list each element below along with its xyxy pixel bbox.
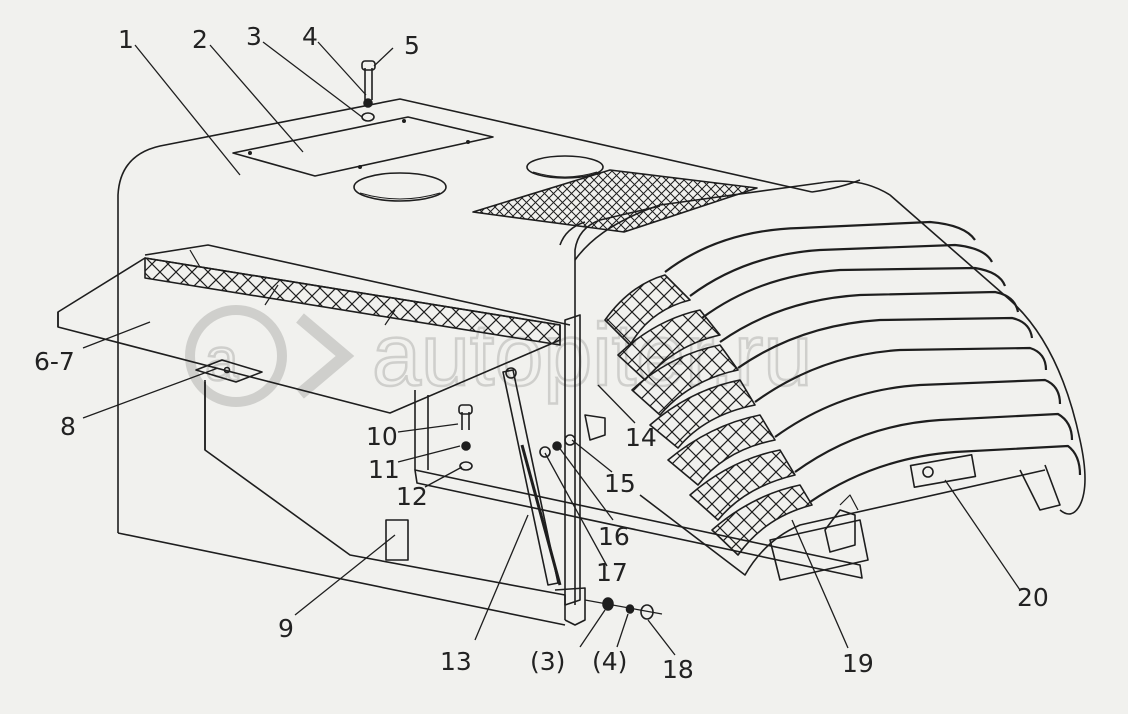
- callout-9: 9: [278, 614, 294, 643]
- callout-3-ref: (3): [530, 647, 565, 676]
- hood-top-right-edge: [811, 179, 861, 193]
- callout-18: 18: [662, 655, 694, 684]
- top-opening-right: [526, 155, 604, 179]
- access-cover: [232, 116, 494, 177]
- callout-4-ref: (4): [592, 647, 627, 676]
- side-bracket: [385, 519, 409, 561]
- callout-5: 5: [404, 31, 420, 60]
- callout-2: 2: [192, 25, 208, 54]
- top-mesh-grille: [472, 169, 758, 233]
- frame-rail: [414, 469, 863, 579]
- fender-truss: [604, 274, 691, 346]
- leader-lines: [82, 41, 1021, 656]
- strut-bracket: [584, 414, 606, 441]
- gas-strut: [502, 367, 562, 586]
- callout-4: 4: [302, 22, 318, 51]
- callout-20: 20: [1017, 583, 1049, 612]
- callout-8: 8: [60, 412, 76, 441]
- callout-1: 1: [118, 25, 134, 54]
- hood-body-outline: [117, 98, 813, 533]
- fender-outline: [574, 180, 1086, 515]
- top-opening-left: [353, 172, 447, 202]
- lower-fastener-set: [584, 597, 663, 620]
- panel-frame: [144, 257, 561, 346]
- latch-plate: [195, 359, 263, 383]
- fender-plate: [909, 453, 977, 489]
- callout-13: 13: [440, 647, 472, 676]
- callout-labels: 1 2 3 4 5 6-7 8 9 10 11 12 13 14 15 16 1…: [34, 22, 1049, 684]
- callout-3: 3: [246, 22, 262, 51]
- callout-14: 14: [625, 423, 657, 452]
- callout-19: 19: [842, 649, 874, 678]
- callout-6-7: 6-7: [34, 347, 75, 376]
- callout-15: 15: [604, 469, 636, 498]
- lower-compartment: [204, 380, 566, 620]
- callout-16: 16: [598, 522, 630, 551]
- vertical-post: [564, 314, 581, 606]
- callout-11: 11: [368, 455, 400, 484]
- hood-bottom-edge: [117, 532, 566, 626]
- top-fastener-set: [361, 60, 376, 122]
- callout-12: 12: [396, 482, 428, 511]
- fender-ribs: [664, 220, 1082, 503]
- side-fastener-set: [458, 404, 473, 471]
- callout-10: 10: [366, 422, 398, 451]
- callout-17: 17: [596, 558, 628, 587]
- fender-support: [1019, 464, 1061, 511]
